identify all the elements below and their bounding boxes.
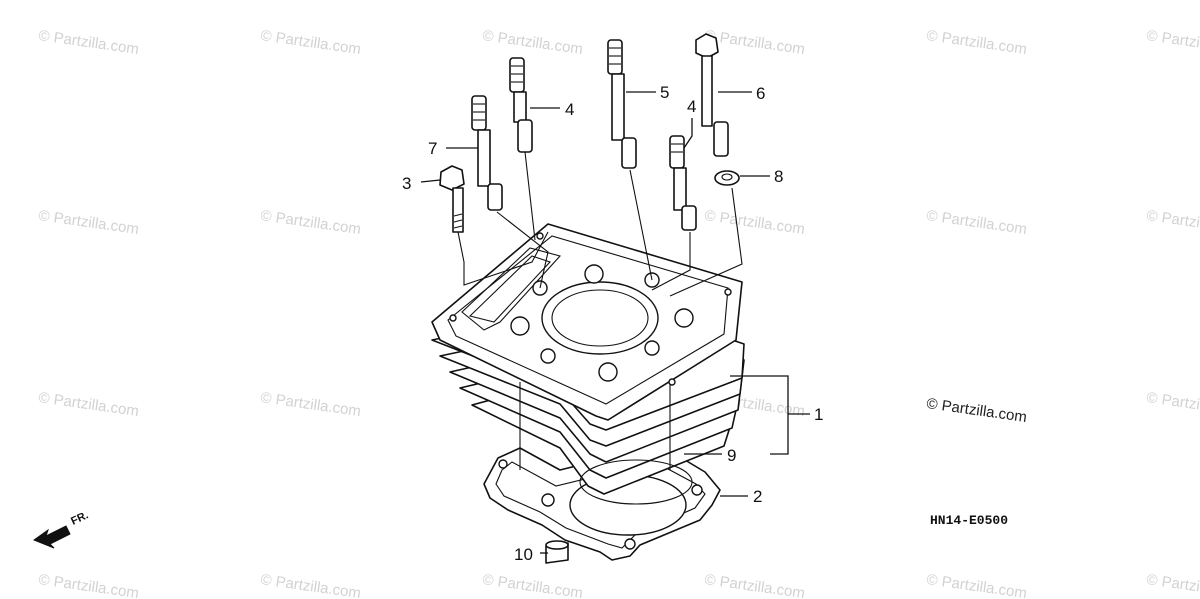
callout-7[interactable]: 7 [428,139,437,158]
washer-8[interactable] [714,170,740,186]
callout-4-right[interactable]: 4 [687,97,696,116]
bolt-3[interactable] [439,165,465,233]
watermark: © Partzilla.com [259,389,361,420]
front-arrow-icon: FR. [32,509,90,549]
copyright-text: © Partzilla.com [925,395,1027,426]
o-ring[interactable] [579,459,693,505]
callout-2[interactable]: 2 [753,487,762,506]
assembly-lines [457,151,743,297]
watermark: © Partzilla.com [1145,389,1200,420]
watermark: © Partzilla.com [259,27,361,58]
watermark: © Partzilla.com [259,571,361,599]
diagram-code: HN14-E0500 [930,513,1008,528]
watermark: © Partzilla.com [37,27,139,58]
watermark: © Partzilla.com [925,207,1027,238]
callout-1[interactable]: 1 [814,405,823,424]
callout-8[interactable]: 8 [774,167,783,186]
cylinder-body[interactable] [431,223,745,495]
watermark: © Partzilla.com [703,27,805,58]
watermark: © Partzilla.com [1145,571,1200,599]
callout-5[interactable]: 5 [660,83,669,102]
stud-5[interactable] [607,39,637,169]
watermark: © Partzilla.com [481,27,583,58]
front-label: FR. [69,509,90,527]
dowel-pin-10[interactable] [545,540,569,564]
callout-6[interactable]: 6 [756,84,765,103]
bolt-6[interactable] [695,33,729,157]
watermark: © Partzilla.com [703,571,805,599]
callouts: 3 7 4 5 4 6 8 1 9 2 10 [402,83,823,564]
leader-lines [420,91,810,554]
watermark: © Partzilla.com [703,207,805,238]
watermark: © Partzilla.com [37,389,139,420]
stud-4-right[interactable] [669,135,697,231]
watermark: © Partzilla.com [1145,27,1200,58]
callout-10[interactable]: 10 [514,545,533,564]
watermark: © Partzilla.com [1145,207,1200,238]
stud-7[interactable] [471,95,503,211]
watermark: © Partzilla.com [37,207,139,238]
stud-4-left[interactable] [509,57,533,153]
watermark: © Partzilla.com [925,27,1027,58]
watermark: © Partzilla.com [481,571,583,599]
watermark: © Partzilla.com [925,571,1027,599]
callout-4-left[interactable]: 4 [565,100,574,119]
callout-9[interactable]: 9 [727,446,736,465]
callout-3[interactable]: 3 [402,174,411,193]
watermark: © Partzilla.com [37,571,139,599]
watermark: © Partzilla.com [259,207,361,238]
